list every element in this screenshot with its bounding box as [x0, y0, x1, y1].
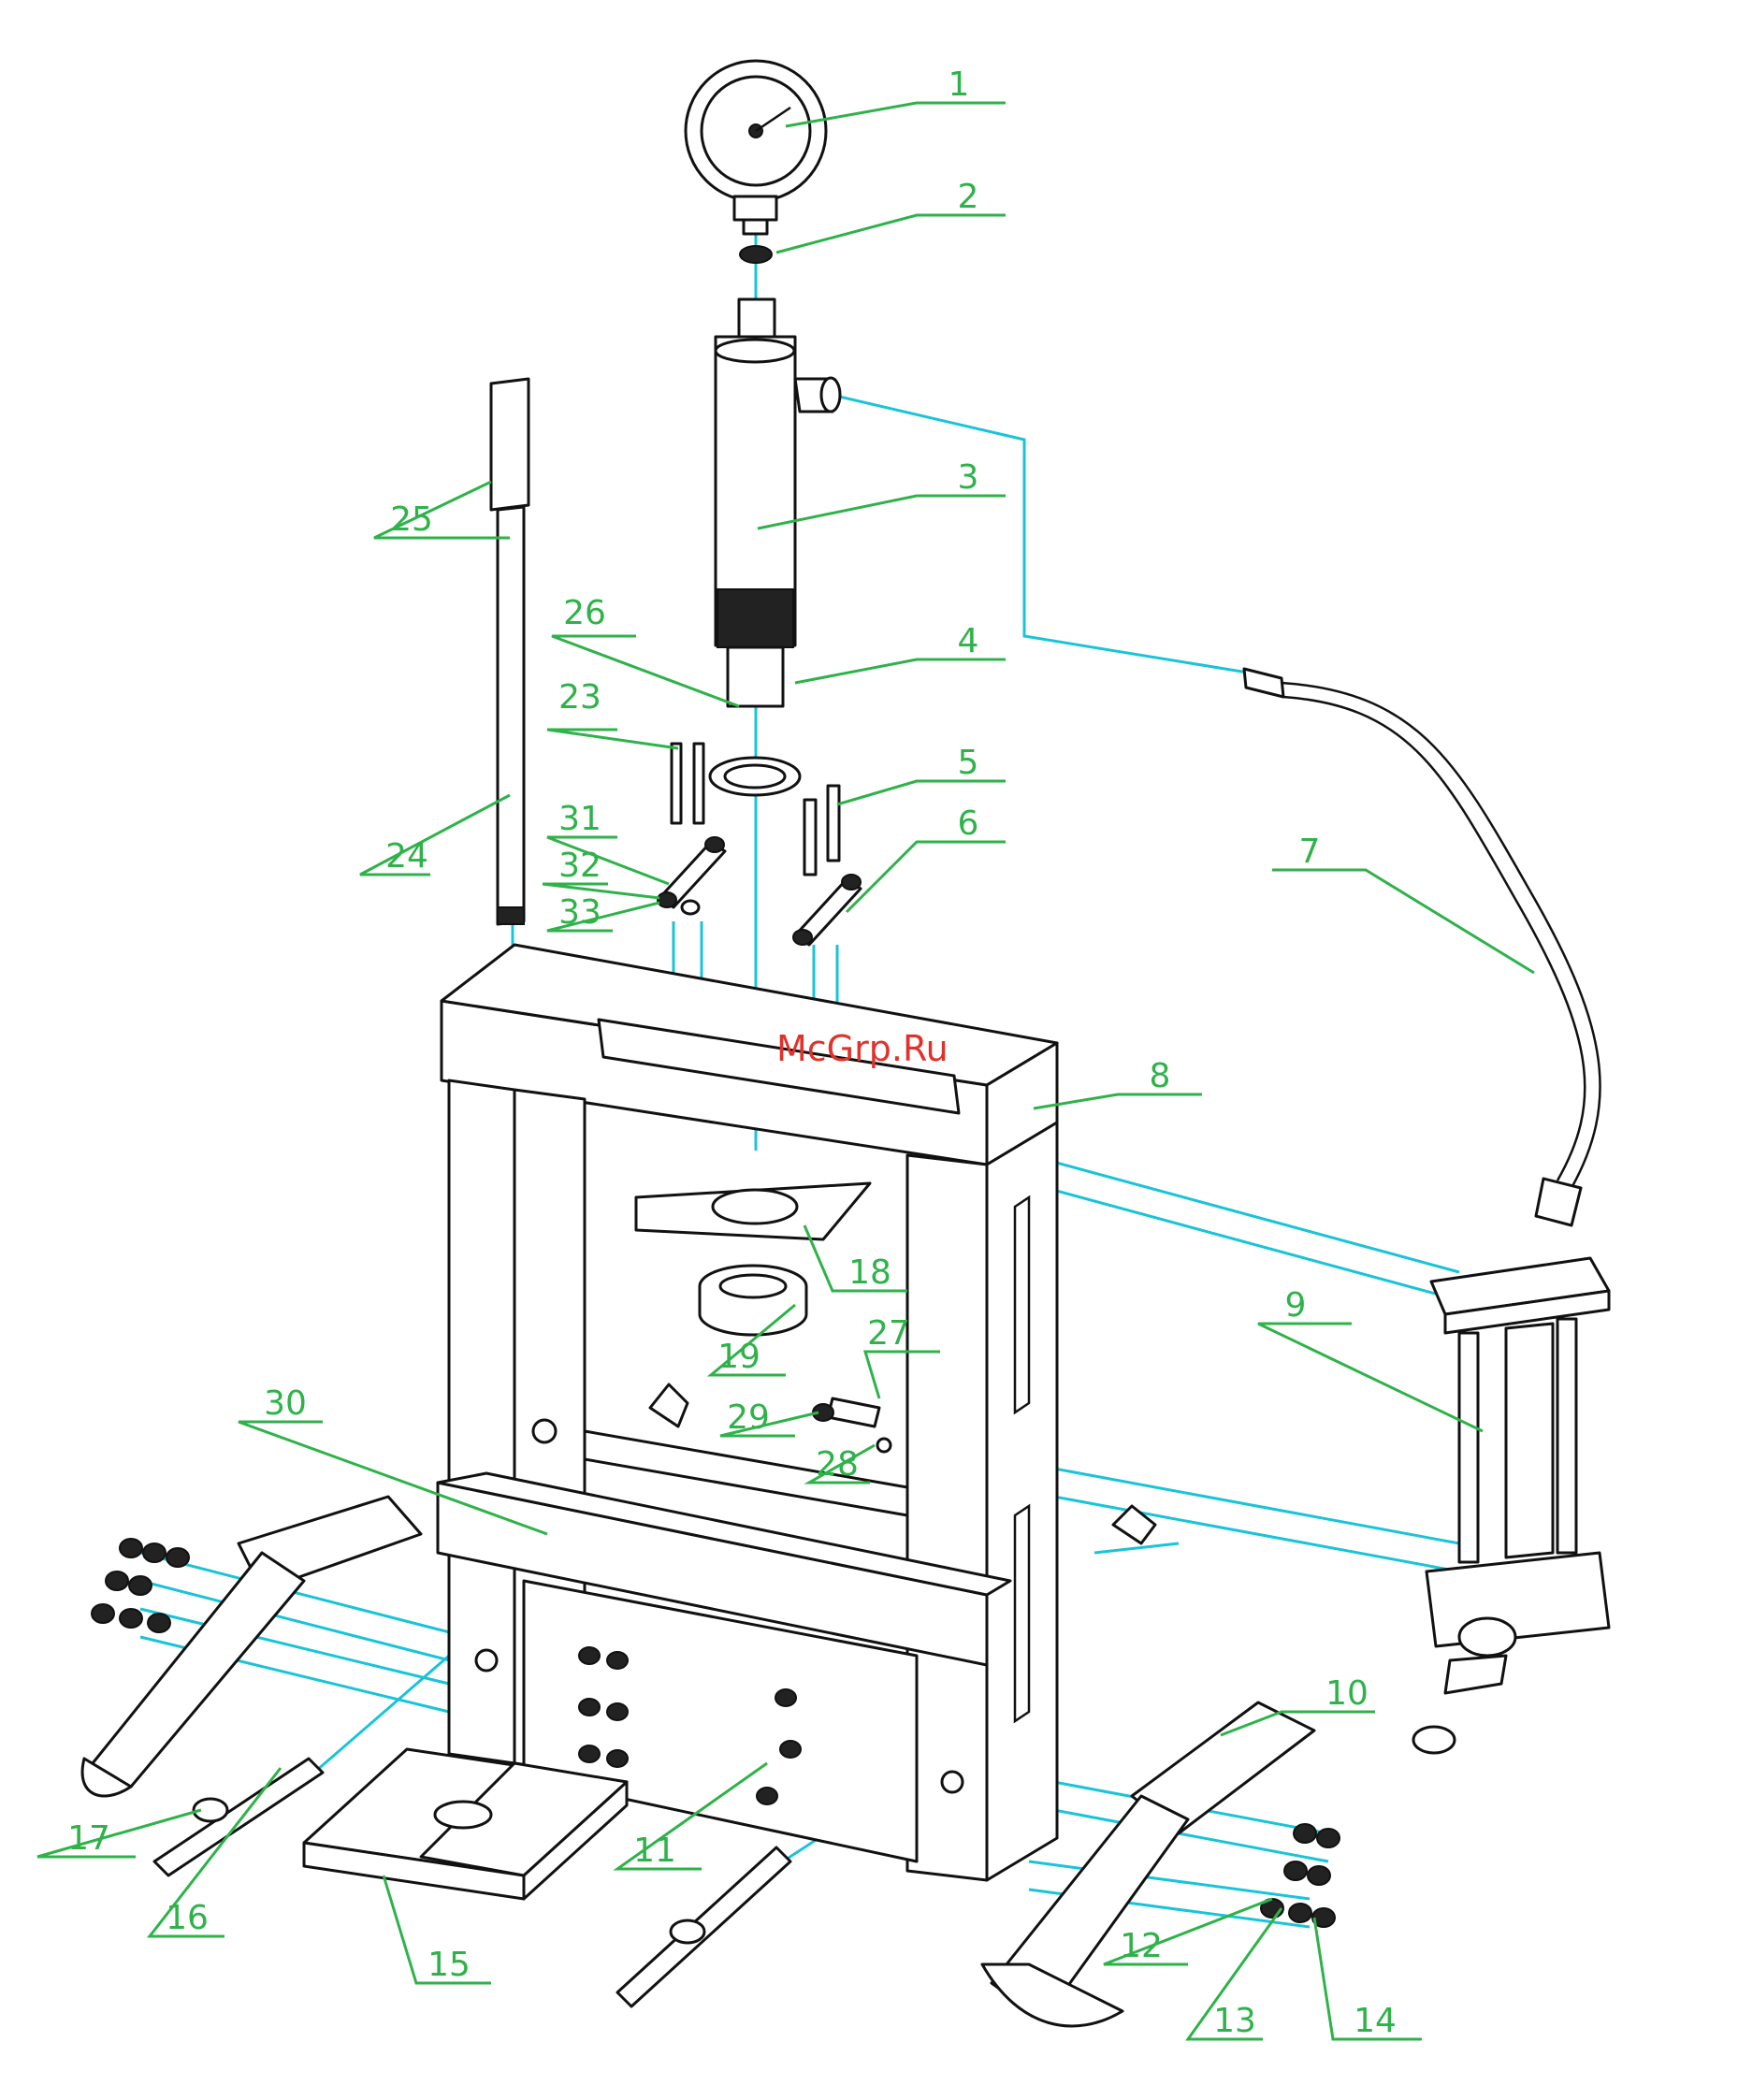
- callout-23: 23: [558, 678, 601, 717]
- watermark: McGrp.Ru: [776, 1028, 949, 1069]
- callout-33: 33: [558, 893, 601, 932]
- callout-4: 4: [958, 622, 979, 660]
- hydraulic-pump: [1413, 1258, 1609, 1753]
- callout-7: 7: [1299, 833, 1321, 871]
- callout-14: 14: [1354, 2002, 1397, 2040]
- wing-knob-upper: [650, 1384, 688, 1427]
- callout-19: 19: [717, 1338, 760, 1376]
- callout-3: 3: [958, 458, 979, 497]
- callout-13: 13: [1213, 2002, 1256, 2040]
- callout-9: 9: [1285, 1286, 1307, 1325]
- callout-5: 5: [958, 744, 979, 782]
- callout-12: 12: [1120, 1927, 1163, 1965]
- callout-25: 25: [390, 500, 433, 539]
- callout-8: 8: [1150, 1057, 1171, 1095]
- callout-15: 15: [427, 1946, 471, 1984]
- callout-31: 31: [558, 800, 601, 838]
- callout-11: 11: [633, 1832, 676, 1870]
- hydraulic-hose: [1244, 669, 1600, 1225]
- ram-cap-inner: [725, 765, 785, 788]
- callout-1: 1: [949, 65, 970, 104]
- hydraulic-cylinder: [716, 299, 840, 706]
- upper-plate: [636, 1183, 870, 1239]
- clamp-left: [658, 837, 725, 914]
- wing-knob-right: [1113, 1506, 1155, 1543]
- adapter-ring: [700, 1266, 806, 1335]
- pin-lower-center: [617, 1847, 790, 2006]
- callout-32: 32: [558, 847, 601, 885]
- callout-18: 18: [848, 1253, 891, 1292]
- right-foot-bolts: [1261, 1824, 1340, 1927]
- callout-28: 28: [816, 1445, 859, 1484]
- pump-handle: [491, 379, 529, 924]
- callout-16: 16: [166, 1899, 209, 1937]
- callout-29: 29: [727, 1398, 770, 1437]
- callout-2: 2: [958, 178, 979, 216]
- callout-24: 24: [385, 837, 428, 876]
- pin-assembly: [813, 1398, 891, 1452]
- callout-30: 30: [264, 1384, 307, 1423]
- callout-10: 10: [1325, 1674, 1369, 1713]
- callout-26: 26: [563, 594, 606, 632]
- callout-6: 6: [958, 804, 979, 843]
- callout-27: 27: [867, 1314, 910, 1353]
- pressure-gauge: [686, 61, 826, 234]
- callout-17: 17: [67, 1819, 110, 1858]
- washer: [740, 246, 772, 263]
